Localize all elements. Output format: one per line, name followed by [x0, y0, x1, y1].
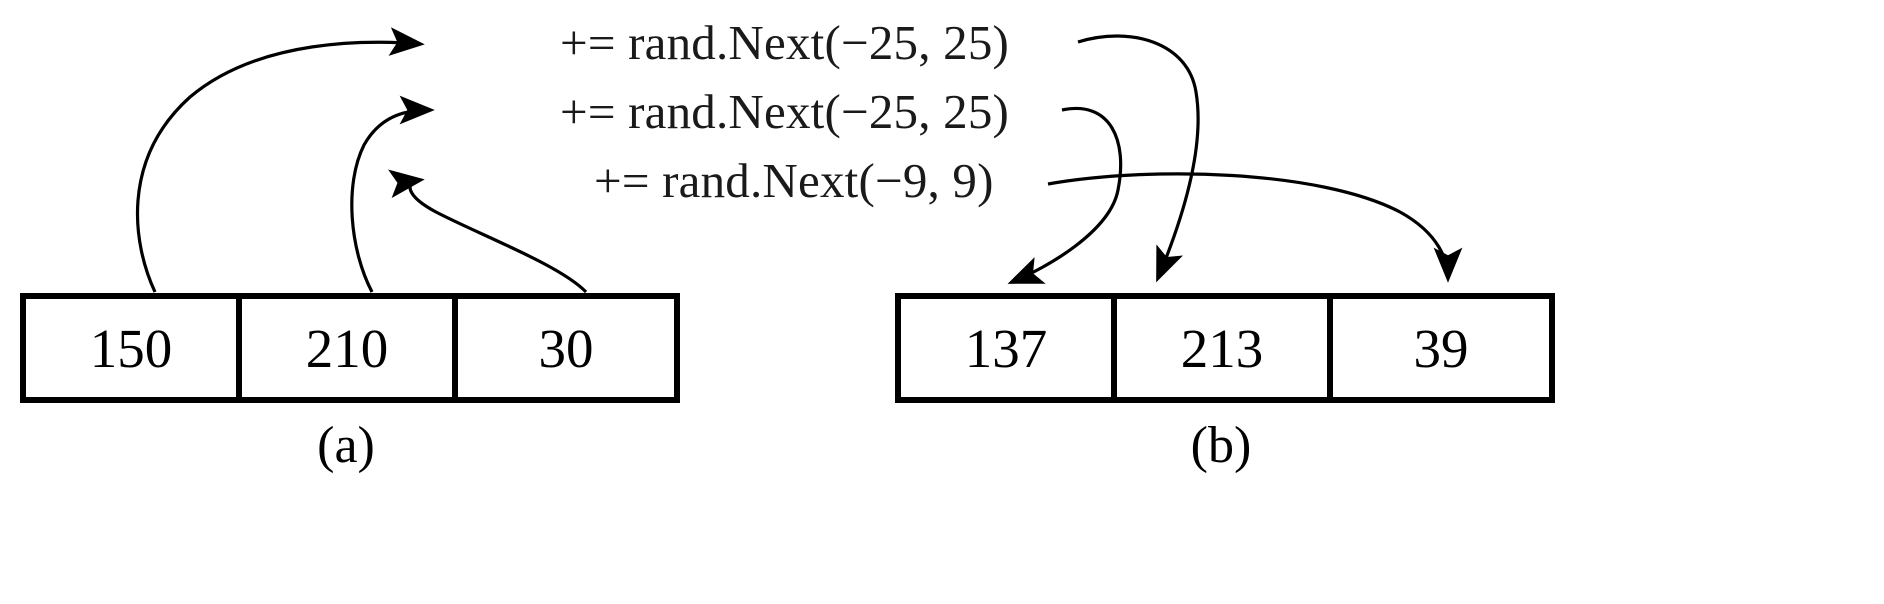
- operation-line-1: += rand.Next(−25, 25): [560, 15, 1010, 70]
- array-cell[interactable]: 39: [1333, 299, 1549, 397]
- arrow-cell1-to-op1: [350, 95, 435, 293]
- arrow-op1-to-cell0: [1007, 106, 1123, 284]
- operation-line-2: += rand.Next(−25, 25): [560, 84, 1010, 139]
- outgoing-arrows-group: [1007, 34, 1463, 284]
- array-cell[interactable]: 30: [458, 299, 674, 397]
- caption-a: (a): [317, 417, 375, 474]
- array-cell[interactable]: 137: [901, 299, 1117, 397]
- arrow-cell0-to-op0: [135, 27, 425, 293]
- array-cell[interactable]: 213: [1117, 299, 1333, 397]
- operations-list: += rand.Next(−25, 25) += rand.Next(−25, …: [560, 8, 1260, 215]
- result-array: 137 213 39: [895, 293, 1555, 403]
- caption-b: (b): [1190, 417, 1252, 474]
- array-cell[interactable]: 210: [242, 299, 458, 397]
- arrow-op0-to-cell1: [1077, 34, 1200, 283]
- incoming-arrows-group: [135, 27, 588, 294]
- array-row: 150 210 30: [20, 293, 680, 403]
- array-row: 137 213 39: [895, 293, 1555, 403]
- array-cell[interactable]: 150: [26, 299, 242, 397]
- source-array: 150 210 30: [20, 293, 680, 403]
- arrow-cell2-to-op2: [388, 169, 588, 294]
- operation-line-3: += rand.Next(−9, 9): [594, 153, 994, 208]
- arrow-op2-to-cell2: [1047, 172, 1463, 283]
